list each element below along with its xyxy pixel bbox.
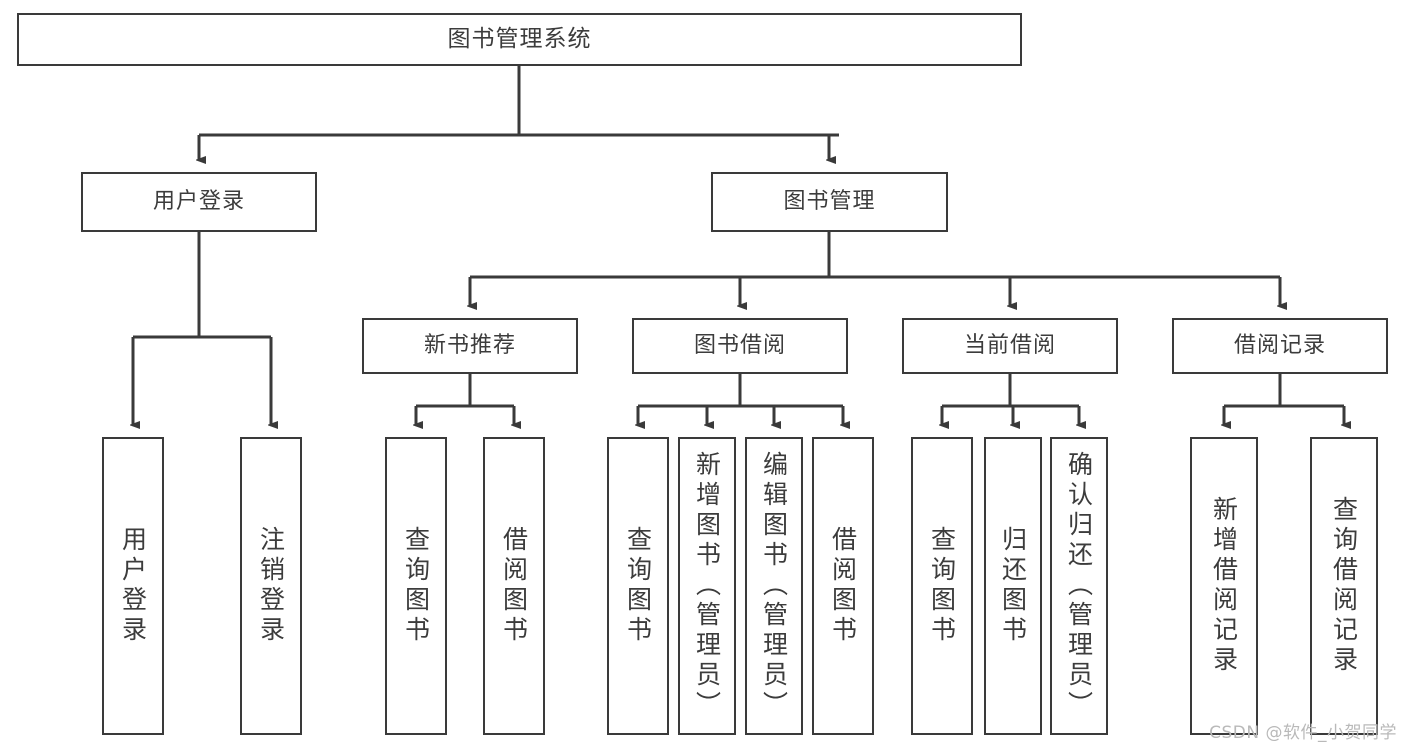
node-label: 查询图书	[623, 526, 653, 646]
node-label: 新增借阅记录	[1209, 496, 1239, 676]
node-label: 用户登录	[118, 526, 148, 646]
node-label: 借阅图书	[499, 526, 529, 646]
leaf-node[interactable]: 查询图书	[385, 437, 447, 735]
node-book-borrow[interactable]: 图书借阅	[632, 318, 848, 374]
leaf-node[interactable]: 新增图书（管理员）	[678, 437, 736, 735]
leaf-node[interactable]: 确认归还（管理员）	[1050, 437, 1108, 735]
node-new-book-recommend[interactable]: 新书推荐	[362, 318, 578, 374]
leaf-node[interactable]: 查询借阅记录	[1310, 437, 1378, 735]
node-label: 图书借阅	[693, 333, 786, 359]
node-label: 查询图书	[401, 526, 431, 646]
node-current-borrow[interactable]: 当前借阅	[902, 318, 1118, 374]
leaf-node[interactable]: 用户登录	[102, 437, 164, 735]
leaf-node[interactable]: 注销登录	[240, 437, 302, 735]
node-label: 图书管理系统	[447, 26, 592, 53]
node-root[interactable]: 图书管理系统	[17, 13, 1022, 66]
node-label: 确认归还（管理员）	[1064, 451, 1094, 721]
node-label: 当前借阅	[963, 333, 1056, 359]
leaf-node[interactable]: 借阅图书	[812, 437, 874, 735]
node-label: 借阅图书	[828, 526, 858, 646]
node-book-management[interactable]: 图书管理	[711, 172, 948, 232]
node-label: 新增图书（管理员）	[692, 451, 722, 721]
node-label: 图书管理	[783, 189, 876, 215]
watermark-text: CSDN @软件_小贺同学	[1209, 723, 1397, 743]
node-label: 注销登录	[256, 526, 286, 646]
node-borrow-record[interactable]: 借阅记录	[1172, 318, 1388, 374]
node-label: 查询图书	[927, 526, 957, 646]
node-label: 用户登录	[152, 189, 245, 215]
leaf-node[interactable]: 借阅图书	[483, 437, 545, 735]
node-label: 新书推荐	[423, 333, 516, 359]
node-label: 查询借阅记录	[1329, 496, 1359, 676]
leaf-node[interactable]: 查询图书	[911, 437, 973, 735]
leaf-node[interactable]: 查询图书	[607, 437, 669, 735]
node-label: 编辑图书（管理员）	[759, 451, 789, 721]
node-label: 归还图书	[998, 526, 1028, 646]
node-user-login[interactable]: 用户登录	[81, 172, 317, 232]
leaf-node[interactable]: 编辑图书（管理员）	[745, 437, 803, 735]
node-label: 借阅记录	[1233, 333, 1326, 359]
leaf-node[interactable]: 新增借阅记录	[1190, 437, 1258, 735]
leaf-node[interactable]: 归还图书	[984, 437, 1042, 735]
